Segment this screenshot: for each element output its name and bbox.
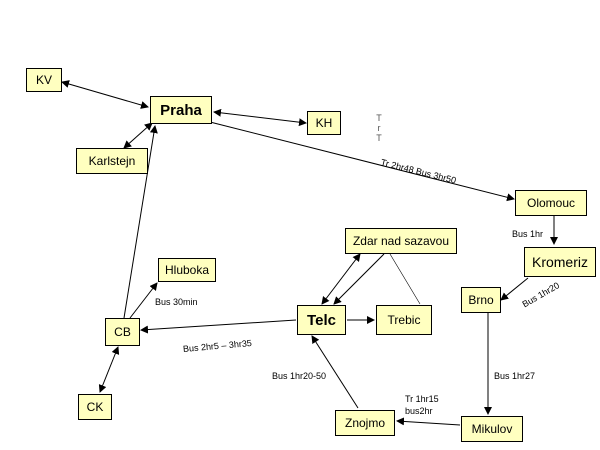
- vertical-letters: T r T: [375, 113, 383, 143]
- edge-cb-ck: [98, 346, 120, 393]
- node-znojmo: Znojmo: [335, 410, 395, 436]
- node-mikulov: Mikulov: [461, 416, 523, 442]
- node-kromeriz: Kromeriz: [524, 247, 596, 277]
- label-olomouc-kromeriz: Bus 1hr: [512, 229, 544, 239]
- edge-karlstejn-praha: [123, 122, 153, 149]
- vertical-letter: T: [376, 133, 382, 143]
- edge-zdar-telc: [333, 253, 385, 305]
- node-hluboka: Hluboka: [158, 258, 216, 282]
- node-kh: KH: [307, 111, 341, 135]
- label-mikulov-znojmo-1: Tr 1hr15: [405, 394, 439, 404]
- edge-telc-cb: [140, 319, 297, 334]
- label-mikulov-znojmo-2: bus2hr: [405, 406, 433, 416]
- vertical-letter: T: [376, 113, 382, 123]
- node-kv: KV: [26, 68, 62, 92]
- edge-cb-hluboka: [129, 282, 158, 319]
- edge-kv-praha: [61, 80, 149, 109]
- edge-cb-praha: [123, 125, 158, 319]
- node-zdar: Zdar nad sazavou: [345, 228, 457, 254]
- node-trebic: Trebic: [376, 305, 432, 335]
- label-brno-mikulov: Bus 1hr27: [494, 371, 536, 381]
- node-ck: CK: [78, 394, 112, 420]
- node-brno: Brno: [461, 287, 501, 313]
- edge-praha-olomouc: [209, 121, 515, 202]
- edge-mikulov-znojmo: [396, 417, 461, 426]
- label-znojmo-telc: Bus 1hr20-50: [272, 371, 327, 381]
- node-cb: CB: [105, 318, 140, 346]
- edge-kromeriz-brno: [500, 277, 529, 301]
- edge-zdar-trebic: [389, 253, 421, 305]
- label-hluboka-cb: Bus 30min: [155, 297, 198, 307]
- edge-praha-kh: [213, 108, 307, 127]
- edge-znojmo-telc: [311, 335, 359, 409]
- node-telc: Telc: [297, 305, 346, 335]
- node-olomouc: Olomouc: [515, 190, 587, 216]
- edge-telc-zdar: [321, 253, 361, 305]
- node-karlstejn: Karlstejn: [76, 148, 148, 174]
- node-praha: Praha: [150, 96, 212, 124]
- vertical-letter: r: [377, 123, 381, 133]
